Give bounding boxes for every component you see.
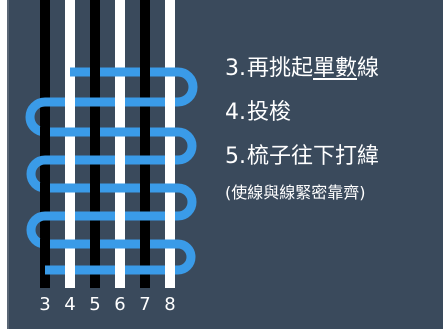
- warp-crossing-7: [140, 238, 150, 250]
- warp-crossing-8: [165, 264, 175, 276]
- step-4: 4.投梭: [225, 102, 379, 124]
- warp-crossing-5: [90, 66, 100, 78]
- warp-thread-5: [90, 0, 100, 288]
- warp-crossing-8: [165, 96, 175, 108]
- thread-label-8: 8: [164, 294, 176, 315]
- diagram-panel: 3.再挑起單數線 4.投梭 5.梳子往下打緯 (使線與線緊密靠齊) 3 4 5 …: [7, 0, 443, 329]
- warp-crossing-4: [65, 96, 75, 108]
- step-3-number: 3.: [225, 56, 246, 81]
- warp-thread-4: [65, 0, 75, 288]
- warp-crossing-6: [115, 96, 125, 108]
- step-5-number: 5.: [225, 144, 246, 169]
- warp-thread-7: [140, 0, 150, 288]
- thread-label-7: 7: [139, 294, 151, 315]
- weaving-diagram: [25, 0, 198, 288]
- step-4-text: 投梭: [247, 100, 292, 125]
- warp-crossing-6: [115, 210, 125, 222]
- warp-crossing-8: [165, 210, 175, 222]
- warp-crossing-7: [140, 182, 150, 194]
- thread-label-3: 3: [39, 294, 51, 315]
- thread-labels: 3 4 5 6 7 8: [9, 292, 209, 318]
- warp-crossing-5: [90, 238, 100, 250]
- warp-crossing-8: [165, 154, 175, 166]
- steps-list: 3.再挑起單數線 4.投梭 5.梳子往下打緯 (使線與線緊密靠齊): [225, 58, 379, 202]
- warp-crossing-7: [140, 66, 150, 78]
- step-note: (使線與線緊密靠齊): [225, 183, 366, 202]
- step-3: 3.再挑起單數線: [225, 58, 379, 80]
- thread-label-6: 6: [114, 294, 126, 315]
- step-3-text-underlined: 單數: [313, 56, 358, 81]
- thread-label-5: 5: [89, 294, 101, 315]
- warp-crossing-7: [140, 126, 150, 138]
- warp-crossing-3: [40, 238, 50, 250]
- warp-crossing-4: [65, 154, 75, 166]
- warp-crossing-3: [40, 182, 50, 194]
- step-5-text: 梳子往下打緯: [247, 144, 380, 169]
- step-5: 5.梳子往下打緯: [225, 146, 379, 168]
- warp-thread-3: [40, 0, 50, 288]
- warp-crossing-5: [90, 126, 100, 138]
- warp-crossing-4: [65, 210, 75, 222]
- warp-crossing-6: [115, 154, 125, 166]
- step-3-text-before: 再挑起: [247, 56, 314, 81]
- warp-crossing-6: [115, 264, 125, 276]
- weft-thread: [25, 67, 198, 275]
- step-3-text-after: 線: [357, 56, 380, 81]
- warp-crossing-4: [65, 264, 75, 276]
- warp-crossing-5: [90, 182, 100, 194]
- warp-thread-8: [165, 0, 175, 288]
- warp-crossing-3: [40, 126, 50, 138]
- warp-thread-6: [115, 0, 125, 288]
- thread-label-4: 4: [64, 294, 76, 315]
- warp-crossing-3: [40, 66, 50, 78]
- step-4-number: 4.: [225, 100, 246, 125]
